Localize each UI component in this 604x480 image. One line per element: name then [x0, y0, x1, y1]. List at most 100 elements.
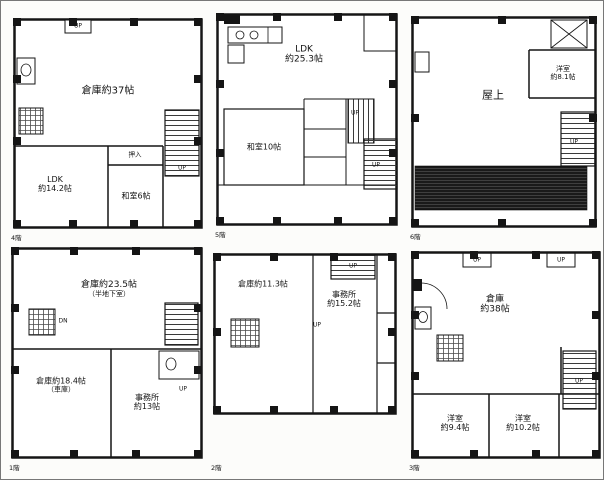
- floor-6-caption: 6階: [410, 233, 421, 241]
- entry-block: [224, 15, 240, 24]
- room-label-line: 倉庫約37帖: [81, 85, 135, 97]
- floor-1-caption: 1階: [9, 464, 20, 472]
- entry-block: [413, 279, 422, 291]
- columns: [11, 247, 202, 458]
- room-label-line: 倉庫約11.3帖: [238, 279, 288, 289]
- floor-1-panel: 倉庫約23.5帖 （半地下室） 倉庫約18.4帖 （車庫） 事務所 約13帖 D…: [11, 247, 203, 459]
- floor-4-panel: 倉庫約37帖 LDK 約14.2帖 和室6帖 押入 UP UP: [13, 18, 203, 229]
- room-label-line: 約9.4帖: [440, 423, 470, 432]
- room-label-line: 和室10帖: [246, 142, 282, 152]
- room-label-rooftop-6f: 屋上: [482, 88, 504, 103]
- room-label-ldk-5f: LDK 約25.3帖: [285, 45, 323, 66]
- floor-6-panel: 屋上 洋室 約8.1帖 UP: [411, 16, 597, 228]
- room-label-line: 約8.1帖: [550, 73, 576, 81]
- outer-wall: [11, 247, 203, 459]
- floor-3-caption: 3階: [409, 464, 420, 472]
- up-label: UP: [350, 109, 360, 117]
- floor-2-panel: 倉庫約11.3帖 事務所 約15.2帖 UP UP: [213, 253, 397, 415]
- columns: [411, 251, 600, 458]
- stair-landing-icon: [28, 308, 56, 336]
- room-label-line: 約14.2帖: [38, 184, 72, 193]
- columns: [213, 253, 396, 414]
- room-label-garage-1f: 倉庫約18.4帖 （車庫）: [36, 376, 86, 393]
- staircase-icon: [562, 350, 597, 410]
- staircase-icon: [164, 302, 199, 346]
- room-label-line: 和室6帖: [121, 191, 151, 201]
- room-label-storage-2f: 倉庫約11.3帖: [238, 279, 288, 288]
- floor-3-panel: 倉庫 約38帖 洋室 約9.4帖 洋室 約10.2帖 UP UP UP: [411, 251, 601, 459]
- floor-5-panel: LDK 約25.3帖 和室10帖 UP UP: [216, 13, 398, 226]
- up-label: UP: [556, 256, 566, 264]
- staircase-icon: [347, 98, 375, 144]
- columns: [216, 13, 397, 225]
- room-label-line: 事務所: [135, 392, 159, 402]
- room-label-storage-3f: 倉庫 約38帖: [480, 295, 509, 316]
- room-label-line: 約25.3帖: [284, 55, 324, 65]
- up-label: UP: [73, 22, 83, 30]
- interior-walls: [528, 49, 595, 99]
- staircase-icon: [363, 138, 398, 190]
- toilet-icon: [16, 57, 36, 85]
- room-label-line: 約38帖: [480, 305, 510, 315]
- dn-label: DN: [58, 317, 68, 325]
- room-label-line: 屋上: [482, 88, 504, 102]
- floor-4-plan: [13, 18, 203, 229]
- floor-1-plan: [11, 247, 203, 459]
- interior-walls: [13, 348, 201, 457]
- interior-walls: [312, 255, 395, 413]
- up-label: UP: [178, 385, 188, 393]
- room-label-tatami-4f: 和室6帖: [121, 191, 150, 200]
- staircase-icon: [330, 254, 376, 280]
- room-label-line: 約13帖: [133, 402, 161, 411]
- elevator-icon: [550, 19, 588, 49]
- interior-walls: [218, 98, 396, 186]
- entry-box: [546, 252, 576, 268]
- room-label-office-2f: 事務所 約15.2帖: [327, 290, 361, 308]
- up-label: UP: [177, 164, 187, 172]
- interior-walls: [15, 145, 164, 227]
- up-label: UP: [472, 256, 482, 264]
- room-label-line: 事務所: [332, 289, 356, 299]
- up-label: UP: [348, 262, 358, 270]
- rooftop-hatch: [414, 165, 588, 211]
- stair-landing-icon: [436, 334, 464, 362]
- room-label-tatami-5f: 和室10帖: [247, 142, 281, 151]
- up-label: UP: [371, 161, 381, 169]
- room-label-west1-3f: 洋室 約9.4帖: [441, 414, 470, 432]
- room-label-line: 約15.2帖: [327, 299, 361, 308]
- up-label: UP: [574, 377, 584, 385]
- room-label-line: 洋室: [515, 413, 531, 423]
- room-label-line: 約10.2帖: [506, 423, 540, 432]
- room-label-storage-4f: 倉庫約37帖: [82, 85, 135, 97]
- room-label-line: 倉庫約18.4帖: [36, 376, 86, 386]
- door-swing-arc: [420, 282, 448, 310]
- floor-2-plan: [213, 253, 397, 415]
- staircase-icon: [164, 109, 200, 177]
- kitchen-icon: [227, 26, 283, 64]
- floor-5-plan: [216, 13, 398, 226]
- interior-walls: [413, 347, 599, 457]
- floor-2-caption: 2階: [211, 464, 222, 472]
- room-label-line: LDK: [295, 44, 313, 55]
- toilet-icon: [158, 350, 200, 380]
- room-label-line: 押入: [128, 150, 142, 159]
- closet-label-4f: 押入: [128, 150, 142, 159]
- up-label: UP: [569, 138, 579, 146]
- room-label-west2-3f: 洋室 約10.2帖: [506, 414, 540, 432]
- floor-4-caption: 4階: [11, 234, 22, 242]
- room-label-storage-1f: 倉庫約23.5帖 （半地下室）: [81, 280, 137, 298]
- room-label-line: 洋室: [555, 64, 570, 73]
- up-label: UP: [312, 321, 322, 329]
- floor-6-plan: [411, 16, 597, 228]
- room-label-note: （半地下室）: [87, 290, 130, 299]
- columns: [411, 16, 597, 227]
- room-label-line: 倉庫約23.5帖: [80, 279, 138, 290]
- room-label-office-1f: 事務所 約13帖: [134, 393, 160, 411]
- room-label-west-6f: 洋室 約8.1帖: [550, 65, 575, 81]
- fixture-box: [414, 51, 430, 73]
- room-label-line: 倉庫: [485, 294, 505, 305]
- stair-landing-icon: [18, 107, 44, 135]
- floor-3-plan: [411, 251, 601, 459]
- closet-box: [363, 14, 397, 52]
